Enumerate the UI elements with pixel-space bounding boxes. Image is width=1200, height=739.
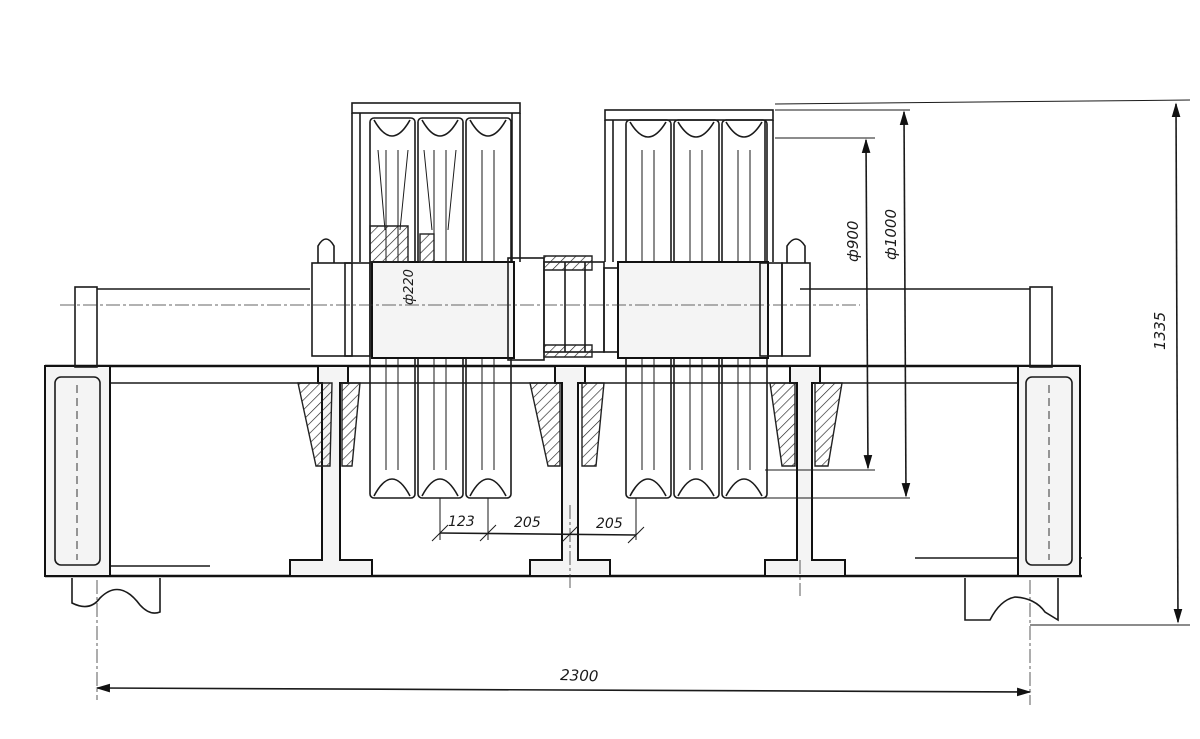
- i-beam-right: [764, 365, 846, 596]
- left-sheave-block: [311, 102, 545, 499]
- overall-width-label: 2300: [560, 666, 599, 685]
- center-coupling: [543, 255, 619, 358]
- i-beam-center: [529, 365, 611, 590]
- dimension-lines: [95, 99, 1191, 697]
- i-beam-left: [289, 365, 373, 577]
- overall-height-label: 1335: [1151, 312, 1169, 350]
- sheave-groove-diameter-label: ф900: [844, 221, 862, 262]
- right-sheave-block: [604, 109, 811, 499]
- sheave-outer-diameter-label: ф1000: [882, 209, 900, 260]
- spacing-205-left-label: 205: [514, 515, 541, 531]
- spacing-123-label: 123: [448, 514, 475, 530]
- spacing-205-right-label: 205: [596, 516, 623, 532]
- shaft-diameter-label: ф220: [402, 269, 417, 305]
- base-frame: [44, 286, 1082, 622]
